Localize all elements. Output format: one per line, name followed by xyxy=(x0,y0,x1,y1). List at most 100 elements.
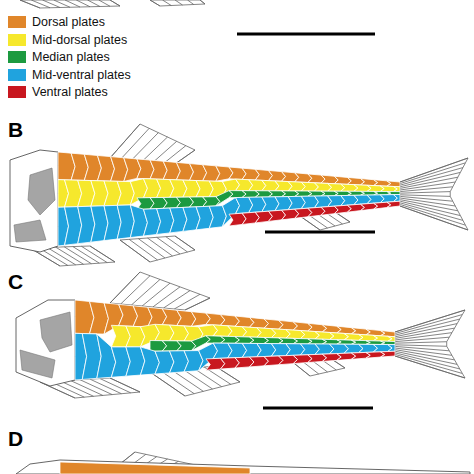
legend-text: Median plates xyxy=(32,49,110,65)
fin-ray xyxy=(110,272,140,303)
fin-ray xyxy=(400,195,450,197)
fin-ray xyxy=(318,214,336,226)
body-plate xyxy=(380,341,395,345)
fish-drawing xyxy=(16,452,470,474)
fin-outline xyxy=(110,272,210,310)
body-plate xyxy=(388,345,395,352)
fin-ray xyxy=(164,291,190,308)
legend-text: Mid-dorsal plates xyxy=(32,32,127,48)
body-plate xyxy=(393,194,400,201)
scale-bar xyxy=(265,231,375,234)
fin-ray xyxy=(395,354,462,373)
fin-ray xyxy=(300,216,320,230)
fin-ray xyxy=(400,204,465,225)
fin-ray xyxy=(400,201,460,215)
head-bone xyxy=(28,168,55,215)
legend-text: Dorsal plates xyxy=(32,14,105,30)
fin-ray xyxy=(175,236,195,250)
body-plate xyxy=(60,462,250,474)
legend-swatch xyxy=(8,51,26,63)
head-bone xyxy=(20,350,55,378)
fin-ray xyxy=(143,137,168,161)
fin-ray xyxy=(157,237,180,254)
fin-ray xyxy=(395,324,457,337)
fin-ray xyxy=(400,172,460,186)
fin-ray xyxy=(185,298,210,310)
legend-entry: Median plates xyxy=(8,49,110,65)
fin-ray xyxy=(395,351,457,364)
fin-ray xyxy=(110,124,140,158)
head-bone xyxy=(40,312,72,352)
fin-ray xyxy=(172,370,204,391)
fin-ray xyxy=(150,0,160,6)
fin-ray xyxy=(131,279,160,305)
fin-outline xyxy=(150,0,205,6)
fin-ray xyxy=(395,345,447,346)
body-plate xyxy=(380,351,395,357)
fin-ray xyxy=(400,192,450,194)
legend-swatch xyxy=(8,86,26,98)
panel-letter: D xyxy=(8,427,23,451)
fish-drawing xyxy=(20,0,205,8)
head-bone xyxy=(14,220,46,242)
fin-ray xyxy=(31,0,50,8)
fin-ray xyxy=(395,315,462,334)
legend-swatch xyxy=(8,16,26,28)
fin-ray xyxy=(395,356,465,378)
head-outline xyxy=(10,150,58,252)
fin-ray xyxy=(164,146,186,163)
body-plate xyxy=(387,201,400,207)
fin-ray xyxy=(395,346,449,350)
caudal-fin xyxy=(395,310,465,378)
fin-ray xyxy=(110,378,140,392)
panel-letter: C xyxy=(8,270,23,294)
fin-ray xyxy=(90,246,115,262)
fin-ray xyxy=(121,128,149,159)
fin-ray xyxy=(99,0,110,6)
scale-bar xyxy=(263,407,373,410)
fin-ray xyxy=(88,0,101,7)
legend-text: Mid-ventral plates xyxy=(32,67,131,83)
fin-ray xyxy=(20,0,40,8)
fin-ray xyxy=(142,283,170,306)
legend-text: Ventral plates xyxy=(32,84,108,100)
fin-ray xyxy=(395,337,449,341)
fin-ray xyxy=(132,133,159,160)
fin-ray xyxy=(175,150,195,164)
fin-ray xyxy=(309,215,328,228)
head-outline xyxy=(16,300,75,386)
fin-ray xyxy=(166,237,188,252)
legend-entry: Ventral plates xyxy=(8,84,108,100)
legend-entry: Dorsal plates xyxy=(8,14,105,30)
body-plate xyxy=(393,186,400,191)
body-plate xyxy=(388,336,395,341)
caudal-fin xyxy=(400,158,468,230)
fin-ray xyxy=(200,0,205,4)
fin-ray xyxy=(47,247,76,264)
fin-ray xyxy=(43,0,61,8)
fish-drawing xyxy=(10,124,468,266)
fin-ray xyxy=(395,342,447,343)
fin-ray xyxy=(138,239,165,258)
fin-ray xyxy=(400,187,453,192)
fin-ray xyxy=(188,0,194,5)
scale-bar xyxy=(237,33,375,36)
fin-outline xyxy=(120,236,195,262)
fin-ray xyxy=(400,206,468,230)
fin-ray xyxy=(395,310,465,332)
fin-ray xyxy=(153,287,180,307)
fin-ray xyxy=(175,0,183,5)
fin-ray xyxy=(76,0,90,7)
legend-entry: Mid-ventral plates xyxy=(8,67,131,83)
fin-ray xyxy=(400,203,463,221)
fin-ray xyxy=(163,0,172,6)
panel-letter: B xyxy=(8,118,23,142)
fin-ray xyxy=(153,141,176,162)
legend-swatch xyxy=(8,69,26,81)
fin-ray xyxy=(174,294,200,309)
fin-ray xyxy=(110,0,120,6)
fin-ray xyxy=(121,276,150,304)
fin-ray xyxy=(148,238,173,256)
head-outline xyxy=(16,460,470,474)
fish-drawing xyxy=(16,272,465,398)
